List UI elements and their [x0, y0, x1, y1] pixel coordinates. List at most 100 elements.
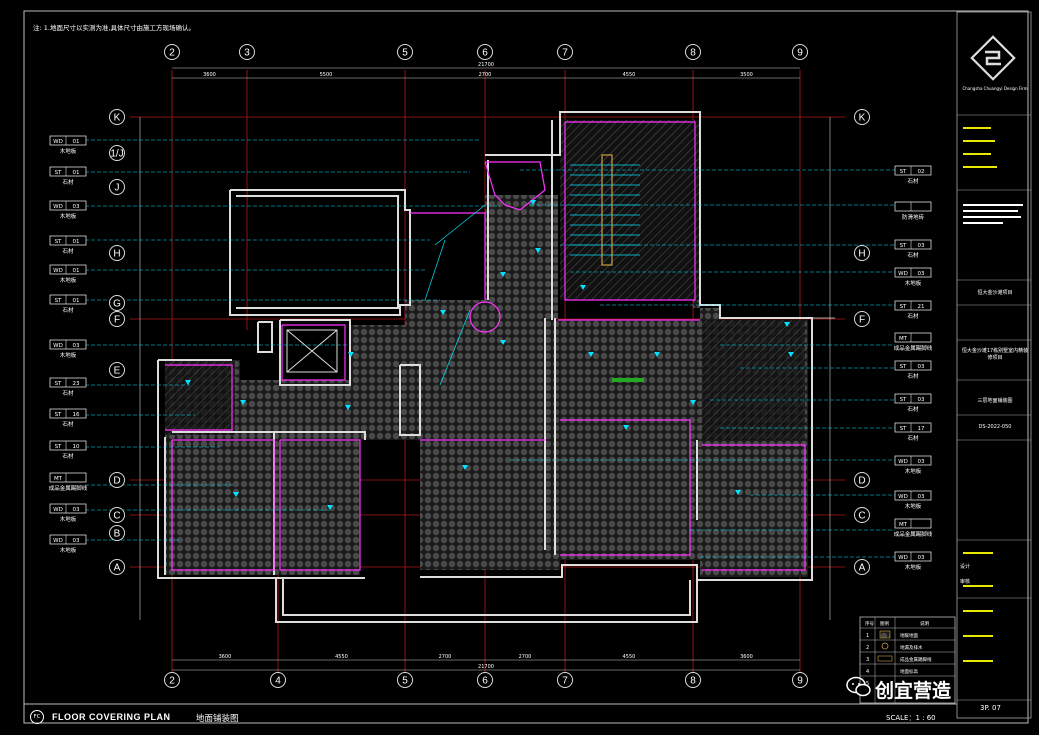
sheet-border — [23, 10, 1029, 724]
drawing-scale: SCALE：1 : 60 — [886, 714, 936, 722]
svg-text:ST: ST — [55, 170, 62, 176]
svg-text:WD: WD — [898, 494, 908, 500]
title-block — [956, 11, 1032, 719]
grid-bubble-col: 8 — [685, 44, 701, 60]
svg-text:23: 23 — [73, 381, 80, 387]
dimension-label: 3600 — [219, 654, 232, 660]
legend-row-no: 3 — [866, 657, 869, 663]
project-name: 恒大金沙滩项目 — [977, 290, 1013, 296]
floor-areas — [165, 120, 808, 577]
legend-row-desc: 地面标高 — [900, 668, 918, 675]
svg-text:ST: ST — [55, 381, 62, 387]
svg-text:WD: WD — [53, 538, 63, 544]
svg-text:K: K — [859, 113, 866, 124]
svg-text:5: 5 — [402, 48, 408, 59]
svg-text:WD: WD — [898, 271, 908, 277]
dimension-total: 21700 — [478, 664, 494, 670]
grid-bubble-col: 5 — [397, 672, 413, 688]
svg-text:MT: MT — [899, 522, 908, 528]
company-logo — [970, 35, 1016, 81]
elevation-markers — [185, 200, 794, 510]
svg-text:3: 3 — [244, 48, 250, 59]
svg-text:F: F — [859, 315, 865, 326]
svg-text:03: 03 — [918, 555, 925, 561]
legend-row-no: 2 — [866, 645, 869, 651]
svg-text:石材: 石材 — [62, 452, 74, 460]
svg-text:1/J: 1/J — [110, 149, 123, 160]
grid-bubble-row: F — [854, 311, 870, 327]
svg-text:石材: 石材 — [907, 434, 919, 442]
dimension-label: 2700 — [519, 654, 532, 660]
drawing-title-en: FLOOR COVERING PLAN — [52, 712, 171, 722]
legend-row-no: 5 — [866, 681, 869, 687]
sheet-number: 3P. 07 — [980, 704, 1001, 712]
project-detail: 恒大金沙滩17栋别墅室内精装修项目 — [961, 348, 1029, 361]
grid-bubble-col: 4 — [270, 672, 286, 688]
svg-text:石材: 石材 — [62, 178, 74, 186]
grid-bubble-row: D — [109, 472, 125, 488]
svg-text:01: 01 — [73, 268, 80, 274]
svg-text:MT: MT — [899, 336, 908, 342]
svg-text:木地板: 木地板 — [905, 467, 922, 475]
svg-text:01: 01 — [73, 239, 80, 245]
dimension-label: 4550 — [335, 654, 348, 660]
dimension-label: 4550 — [623, 654, 636, 660]
svg-text:03: 03 — [73, 538, 80, 544]
grid-bubble-row: J — [109, 179, 125, 195]
grid-bubble-col: 7 — [557, 672, 573, 688]
svg-text:石材: 石材 — [907, 405, 919, 413]
dimension-label: 4550 — [623, 72, 636, 78]
grid-bubble-row: K — [109, 109, 125, 125]
dimension-label: 3500 — [740, 72, 753, 78]
dimension-label: 5500 — [320, 72, 333, 78]
legend-header-symbol: 图例 — [880, 620, 889, 627]
svg-text:03: 03 — [73, 507, 80, 513]
svg-text:H: H — [113, 249, 120, 260]
svg-text:ST: ST — [900, 364, 907, 370]
svg-text:防滑地砖: 防滑地砖 — [902, 213, 925, 221]
svg-text:ST: ST — [55, 239, 62, 245]
grid-bubble-col: 2 — [164, 44, 180, 60]
leader-lines — [85, 139, 895, 558]
svg-text:B: B — [114, 529, 121, 540]
wechat-icon — [846, 676, 871, 697]
grid-bubble-row: A — [109, 559, 125, 575]
svg-text:ST: ST — [900, 304, 907, 310]
svg-text:ST: ST — [900, 397, 907, 403]
floor-boundaries — [165, 121, 806, 571]
svg-text:ST: ST — [900, 169, 907, 175]
grid-bubble-row: A — [854, 559, 870, 575]
grid-bubble-row: F — [109, 311, 125, 327]
svg-text:7: 7 — [562, 48, 568, 59]
dimension-label: 3600 — [203, 72, 216, 78]
svg-text:E: E — [114, 366, 121, 377]
legend-row-desc: 成品金属踢脚线 — [900, 656, 932, 663]
watermark-text: 创宜营造 — [875, 680, 952, 702]
svg-text:WD: WD — [898, 459, 908, 465]
grid-bubble-col: 5 — [397, 44, 413, 60]
svg-text:D: D — [113, 476, 120, 487]
elevator-shaft — [286, 329, 338, 373]
svg-text:16: 16 — [73, 412, 80, 418]
dimension-total: 21700 — [478, 62, 494, 68]
svg-text:01: 01 — [73, 170, 80, 176]
svg-text:03: 03 — [918, 459, 925, 465]
svg-text:石材: 石材 — [907, 312, 919, 320]
svg-text:01: 01 — [73, 139, 80, 145]
svg-text:ST: ST — [55, 412, 62, 418]
svg-text:03: 03 — [918, 364, 925, 370]
svg-text:03: 03 — [918, 494, 925, 500]
grid-bubble-row: B — [109, 525, 125, 541]
signature-design: 设计 — [960, 564, 971, 570]
